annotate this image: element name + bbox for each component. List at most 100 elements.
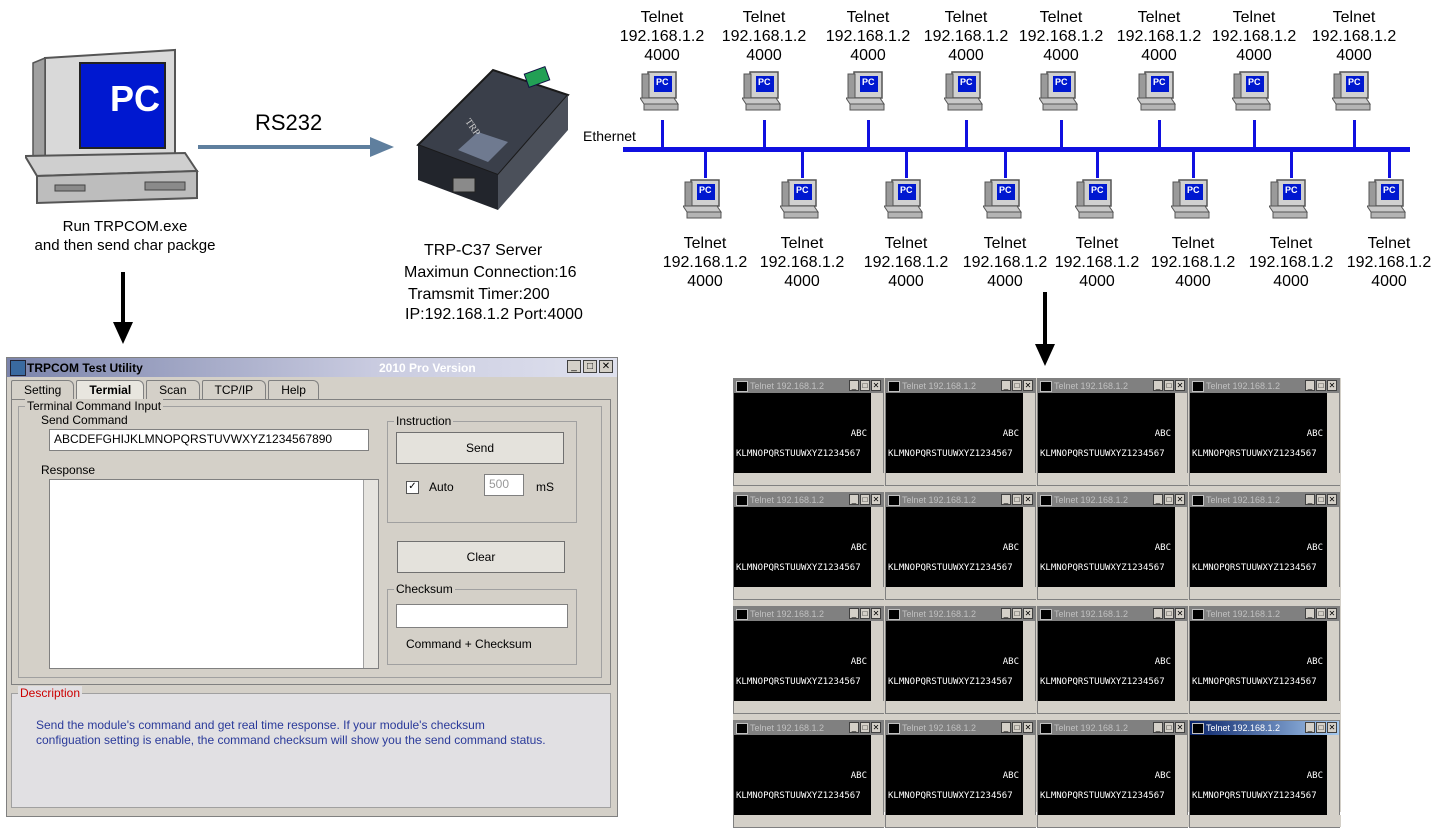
minimize-button[interactable]: _ bbox=[849, 722, 859, 733]
minimize-button[interactable]: _ bbox=[1305, 380, 1315, 391]
minimize-button[interactable]: _ bbox=[1305, 494, 1315, 505]
minimize-button[interactable]: _ bbox=[1001, 494, 1011, 505]
telnet-window-titlebar[interactable]: Telnet 192.168.1.2_□✕ bbox=[886, 493, 1035, 507]
telnet-window-titlebar[interactable]: Telnet 192.168.1.2_□✕ bbox=[1190, 607, 1339, 621]
telnet-window-titlebar[interactable]: Telnet 192.168.1.2_□✕ bbox=[1190, 493, 1339, 507]
telnet-window-titlebar[interactable]: Telnet 192.168.1.2_□✕ bbox=[886, 379, 1035, 393]
horizontal-scrollbar[interactable] bbox=[1038, 473, 1189, 485]
telnet-window-titlebar[interactable]: Telnet 192.168.1.2_□✕ bbox=[734, 493, 883, 507]
tab-help[interactable]: Help bbox=[268, 380, 319, 399]
vertical-scrollbar[interactable] bbox=[871, 393, 883, 473]
close-button[interactable]: ✕ bbox=[1175, 380, 1185, 391]
close-button[interactable]: ✕ bbox=[1327, 608, 1337, 619]
close-button[interactable]: ✕ bbox=[1023, 608, 1033, 619]
vertical-scrollbar[interactable] bbox=[1175, 735, 1187, 815]
close-button[interactable]: ✕ bbox=[1175, 722, 1185, 733]
horizontal-scrollbar[interactable] bbox=[1190, 473, 1341, 485]
close-button[interactable]: ✕ bbox=[1023, 722, 1033, 733]
vertical-scrollbar[interactable] bbox=[871, 507, 883, 587]
maximize-button[interactable]: □ bbox=[1012, 722, 1022, 733]
vertical-scrollbar[interactable] bbox=[1175, 621, 1187, 701]
maximize-button[interactable]: □ bbox=[1316, 494, 1326, 505]
close-button[interactable]: ✕ bbox=[871, 722, 881, 733]
maximize-button[interactable]: □ bbox=[860, 494, 870, 505]
close-button[interactable]: ✕ bbox=[1023, 494, 1033, 505]
telnet-window-titlebar[interactable]: Telnet 192.168.1.2_□✕ bbox=[1038, 379, 1187, 393]
minimize-button[interactable]: _ bbox=[1153, 722, 1163, 733]
telnet-window-titlebar[interactable]: Telnet 192.168.1.2_□✕ bbox=[1190, 721, 1339, 735]
horizontal-scrollbar[interactable] bbox=[734, 473, 885, 485]
response-scrollbar[interactable] bbox=[363, 480, 378, 668]
vertical-scrollbar[interactable] bbox=[1327, 393, 1339, 473]
minimize-button[interactable]: _ bbox=[849, 380, 859, 391]
close-button[interactable]: ✕ bbox=[1023, 380, 1033, 391]
maximize-button[interactable]: □ bbox=[583, 360, 597, 373]
tab-tcpip[interactable]: TCP/IP bbox=[201, 380, 267, 399]
close-button[interactable]: ✕ bbox=[1327, 380, 1337, 391]
minimize-button[interactable]: _ bbox=[849, 608, 859, 619]
close-button[interactable]: ✕ bbox=[1327, 494, 1337, 505]
maximize-button[interactable]: □ bbox=[1012, 494, 1022, 505]
tab-setting[interactable]: Setting bbox=[11, 380, 75, 399]
minimize-button[interactable]: _ bbox=[1305, 608, 1315, 619]
maximize-button[interactable]: □ bbox=[1164, 494, 1174, 505]
maximize-button[interactable]: □ bbox=[860, 380, 870, 391]
vertical-scrollbar[interactable] bbox=[1023, 735, 1035, 815]
telnet-window-titlebar[interactable]: Telnet 192.168.1.2_□✕ bbox=[886, 721, 1035, 735]
close-button[interactable]: ✕ bbox=[871, 494, 881, 505]
minimize-button[interactable]: _ bbox=[1305, 722, 1315, 733]
maximize-button[interactable]: □ bbox=[1316, 380, 1326, 391]
maximize-button[interactable]: □ bbox=[1012, 380, 1022, 391]
horizontal-scrollbar[interactable] bbox=[1038, 815, 1189, 827]
maximize-button[interactable]: □ bbox=[1316, 608, 1326, 619]
clear-button[interactable]: Clear bbox=[397, 541, 565, 573]
vertical-scrollbar[interactable] bbox=[1023, 621, 1035, 701]
close-button[interactable]: ✕ bbox=[1327, 722, 1337, 733]
minimize-button[interactable]: _ bbox=[1001, 608, 1011, 619]
telnet-window-titlebar[interactable]: Telnet 192.168.1.2_□✕ bbox=[1038, 721, 1187, 735]
maximize-button[interactable]: □ bbox=[1316, 722, 1326, 733]
minimize-button[interactable]: _ bbox=[1001, 722, 1011, 733]
vertical-scrollbar[interactable] bbox=[871, 735, 883, 815]
horizontal-scrollbar[interactable] bbox=[886, 815, 1037, 827]
telnet-window-titlebar[interactable]: Telnet 192.168.1.2_□✕ bbox=[734, 607, 883, 621]
minimize-button[interactable]: _ bbox=[1153, 494, 1163, 505]
send-command-input[interactable]: ABCDEFGHIJKLMNOPQRSTUVWXYZ1234567890 bbox=[49, 429, 369, 451]
minimize-button[interactable]: _ bbox=[849, 494, 859, 505]
vertical-scrollbar[interactable] bbox=[1327, 621, 1339, 701]
maximize-button[interactable]: □ bbox=[1164, 722, 1174, 733]
telnet-window-titlebar[interactable]: Telnet 192.168.1.2_□✕ bbox=[1038, 493, 1187, 507]
telnet-window-titlebar[interactable]: Telnet 192.168.1.2_□✕ bbox=[886, 607, 1035, 621]
maximize-button[interactable]: □ bbox=[1164, 380, 1174, 391]
telnet-window-titlebar[interactable]: Telnet 192.168.1.2_□✕ bbox=[734, 721, 883, 735]
response-textarea[interactable] bbox=[49, 479, 379, 669]
horizontal-scrollbar[interactable] bbox=[734, 587, 885, 599]
telnet-window-titlebar[interactable]: Telnet 192.168.1.2_□✕ bbox=[1190, 379, 1339, 393]
auto-interval-input[interactable]: 500 bbox=[484, 474, 524, 496]
close-button[interactable]: ✕ bbox=[1175, 608, 1185, 619]
checksum-input[interactable] bbox=[396, 604, 568, 628]
horizontal-scrollbar[interactable] bbox=[734, 701, 885, 713]
vertical-scrollbar[interactable] bbox=[1327, 507, 1339, 587]
horizontal-scrollbar[interactable] bbox=[886, 701, 1037, 713]
maximize-button[interactable]: □ bbox=[860, 722, 870, 733]
maximize-button[interactable]: □ bbox=[1012, 608, 1022, 619]
close-button[interactable]: ✕ bbox=[599, 360, 613, 373]
vertical-scrollbar[interactable] bbox=[1175, 393, 1187, 473]
maximize-button[interactable]: □ bbox=[1164, 608, 1174, 619]
tab-scan[interactable]: Scan bbox=[146, 380, 200, 399]
minimize-button[interactable]: _ bbox=[1001, 380, 1011, 391]
vertical-scrollbar[interactable] bbox=[1023, 393, 1035, 473]
trpcom-titlebar[interactable]: TRPCOM Test Utility 2010 Pro Version _ □… bbox=[7, 358, 617, 377]
horizontal-scrollbar[interactable] bbox=[734, 815, 885, 827]
